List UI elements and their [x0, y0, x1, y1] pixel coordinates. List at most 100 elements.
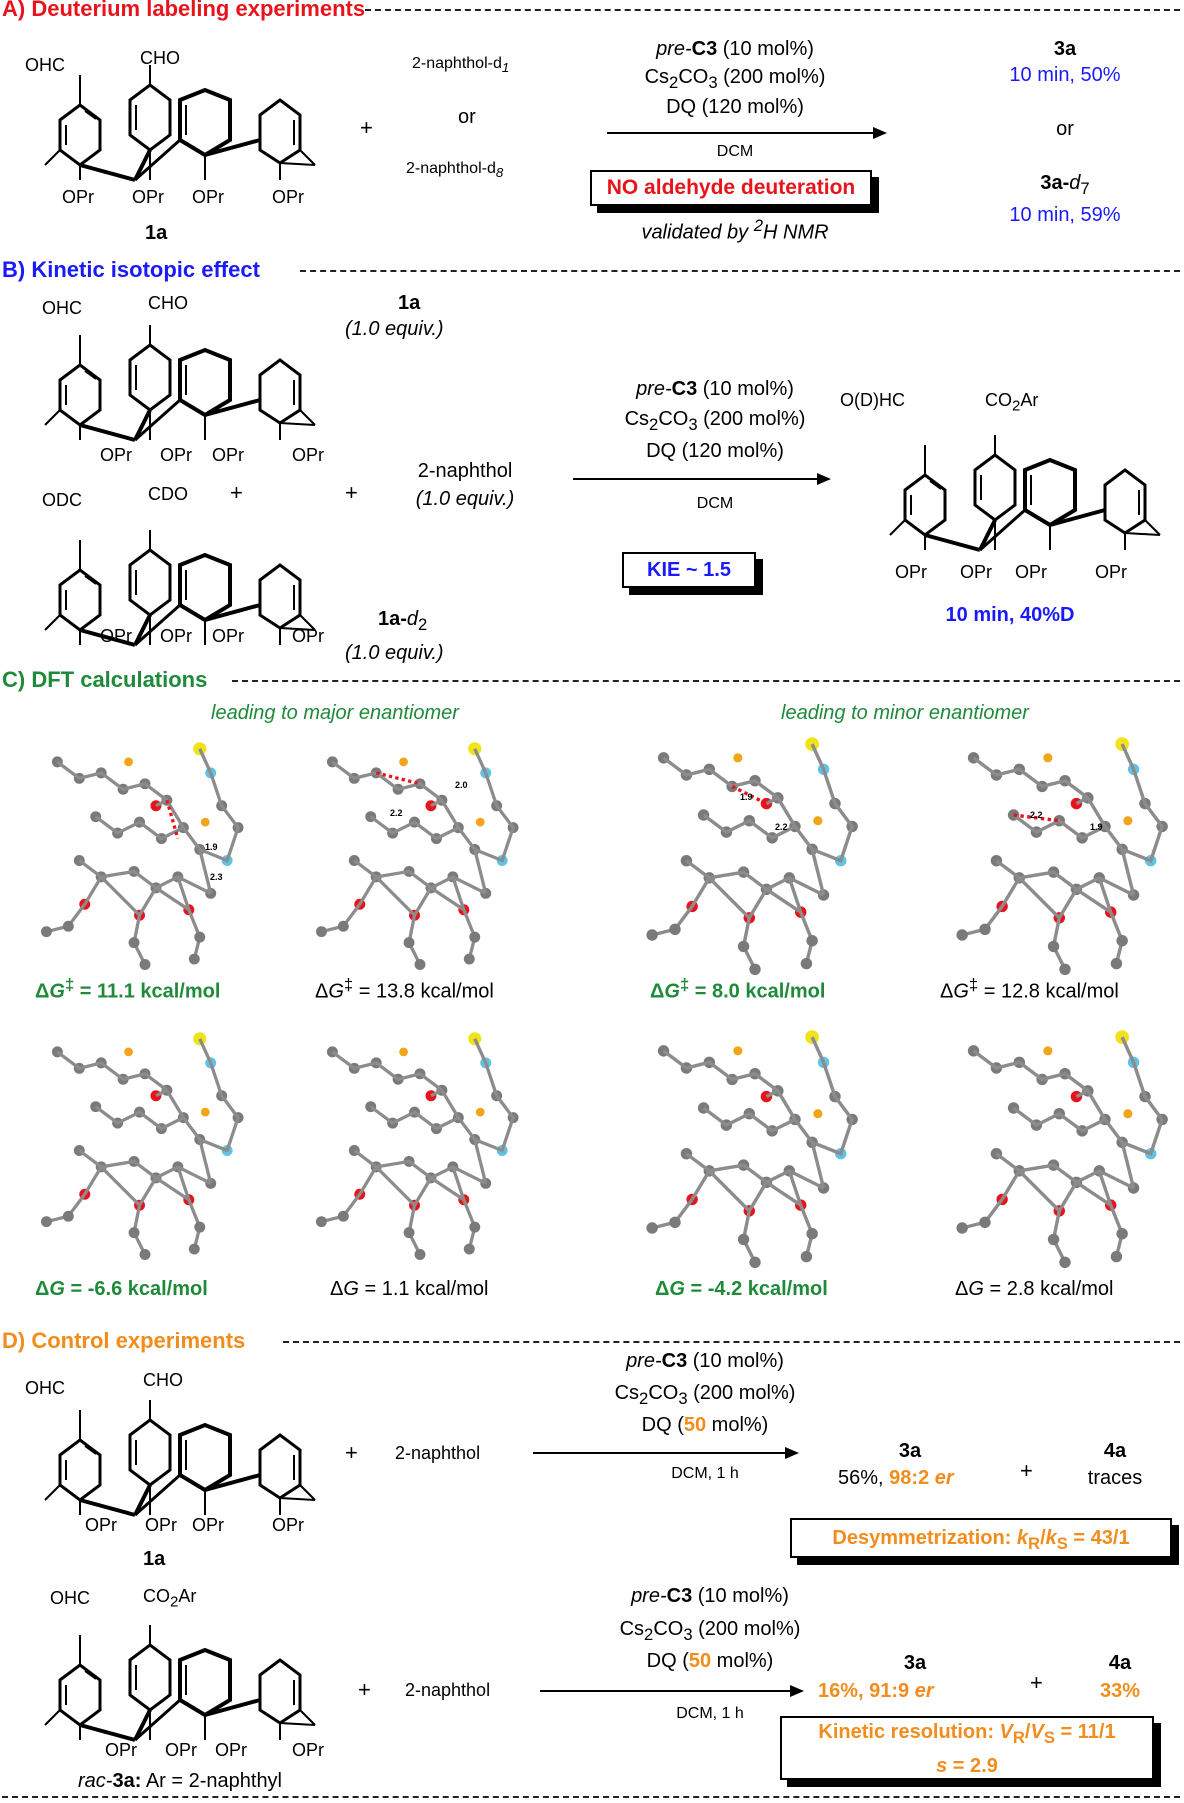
condition-base: Cs2CO3 (200 mol%)	[614, 1382, 796, 1408]
product-3a-result: 10 min, 50%	[1009, 64, 1121, 86]
condition-oxidant: DQ (50 mol%)	[641, 1414, 769, 1436]
substituent-opr: OPr	[85, 1515, 118, 1535]
condition-base: Cs2CO3 (200 mol%)	[619, 1618, 801, 1644]
desymmetrization-box: Desymmetrization: kR/kS = 43/1	[790, 1518, 1172, 1558]
validation-note: validated by 2H NMR	[641, 216, 829, 244]
substituent-opr: OPr	[105, 1740, 138, 1760]
energy-ts-minor-2: ΔG‡ = 12.8 kcal/mol	[940, 975, 1119, 1003]
plus-sign: +	[1020, 1458, 1033, 1483]
section-c-divider	[232, 680, 1180, 682]
plus-sign: +	[230, 480, 243, 505]
substituent-opr: OPr	[165, 1740, 198, 1760]
calixarene-1a-structure	[43, 63, 317, 182]
compound-label-1a: 1a	[143, 1548, 166, 1570]
no-deuteration-box: NO aldehyde deuteration	[590, 170, 872, 206]
condition-catalyst: pre-C3 (10 mol%)	[631, 1585, 789, 1607]
substituent-cho-left: OHC	[50, 1588, 90, 1608]
substituent-opr: OPr	[132, 187, 165, 207]
substituent-cho-top: CHO	[143, 1370, 183, 1390]
ts-structure-major-1	[39, 740, 246, 972]
compound-label-rac-3a: rac-3a: Ar = 2-naphthyl	[78, 1770, 283, 1792]
distance-label: 1.9	[740, 792, 753, 802]
product-4a: 4a	[1103, 1440, 1127, 1462]
int-structure-minor-1	[644, 1028, 860, 1270]
substituent-cdo-top: CDO	[148, 484, 188, 504]
condition-oxidant: DQ (120 mol%)	[646, 440, 784, 462]
product-3a: 3a	[898, 1440, 922, 1462]
substituent-co2ar: CO2Ar	[143, 1586, 197, 1611]
substituent-opr: OPr	[192, 1515, 225, 1535]
reaction-arrow	[533, 1447, 799, 1459]
product-3a: 3a	[1053, 38, 1077, 60]
substituent-opr: OPr	[272, 187, 305, 207]
product-3a-result: 56%, 98:2 er	[838, 1467, 954, 1489]
substituent-cho-top: CHO	[140, 48, 180, 68]
bottom-divider	[2, 1796, 1180, 1798]
condition-base: Cs2CO3 (200 mol%)	[644, 66, 826, 92]
substituent-opr: OPr	[62, 187, 95, 207]
substituent-opr: OPr	[145, 1515, 178, 1535]
distance-label: 2.2	[390, 808, 403, 818]
section-a-divider	[365, 9, 1180, 11]
condition-catalyst: pre-C3 (10 mol%)	[626, 1350, 784, 1372]
substituent-cho-left: OHC	[25, 1378, 65, 1398]
plus-sign: +	[345, 480, 358, 505]
section-d-divider	[283, 1341, 1180, 1343]
product-result: 10 min, 40%D	[945, 604, 1075, 626]
substituent-cho-left: OHC	[25, 55, 65, 75]
equiv-label-1a: (1.0 equiv.)	[345, 318, 444, 340]
substituent-opr: OPr	[1015, 562, 1048, 582]
energy-ts-major-2: ΔG‡ = 13.8 kcal/mol	[315, 975, 494, 1003]
calixarene-1a-structure	[43, 1398, 317, 1517]
distance-label: 2.0	[455, 780, 468, 790]
compound-label-1a: 1a	[398, 292, 421, 314]
ts-structure-major-2	[314, 740, 521, 972]
product-3a-result: 16%, 91:9 er	[818, 1680, 934, 1702]
substituent-opr: OPr	[160, 445, 193, 465]
compound-label-1a: 1a	[145, 222, 168, 244]
reaction-arrow	[573, 473, 831, 485]
condition-catalyst: pre-C3 (10 mol%)	[656, 38, 814, 60]
product-3a: 3a	[903, 1652, 927, 1674]
product-3a-d7-result: 10 min, 59%	[1009, 204, 1121, 226]
condition-catalyst: pre-C3 (10 mol%)	[636, 378, 794, 400]
substituent-co2ar: CO2Ar	[985, 390, 1039, 415]
reagent-naphthol: 2-naphthol	[417, 460, 513, 482]
reagent-equiv: (1.0 equiv.)	[415, 488, 515, 510]
compound-label-1a-d2: 1a-d2	[378, 608, 428, 634]
minor-enantiomer-title: leading to minor enantiomer	[781, 702, 1029, 724]
section-a-heading: A) Deuterium labeling experiments	[2, 0, 366, 21]
product-calixarene-structure	[888, 433, 1162, 552]
substituent-opr: OPr	[272, 1515, 305, 1535]
product-4a-result: 33%	[1099, 1680, 1141, 1702]
calixarene-rac-3a-structure	[43, 1623, 317, 1742]
distance-label: 1.9	[1090, 822, 1103, 832]
kinetic-resolution-box: Kinetic resolution: VR/VS = 11/1 s = 2.9	[780, 1716, 1154, 1780]
reagent-naphthol: 2-naphthol	[395, 1443, 481, 1463]
energy-int-major-2: ΔG = 1.1 kcal/mol	[330, 1278, 489, 1300]
condition-solvent: DCM	[696, 495, 734, 512]
int-structure-minor-2	[954, 1028, 1170, 1270]
substituent-cho-left: OHC	[42, 298, 82, 318]
substituent-opr: OPr	[100, 626, 133, 646]
condition-solvent: DCM	[716, 143, 754, 160]
plus-sign: +	[358, 1677, 371, 1702]
substituent-opr: OPr	[292, 445, 325, 465]
plus-sign: +	[1030, 1670, 1043, 1695]
plus-sign: +	[345, 1440, 358, 1465]
reaction-arrow	[540, 1685, 804, 1697]
product-4a: 4a	[1108, 1652, 1132, 1674]
condition-solvent: DCM, 1 h	[671, 1465, 739, 1482]
section-b-divider	[300, 270, 1180, 272]
ts-structure-minor-2	[954, 735, 1170, 977]
plus-sign: +	[360, 115, 373, 140]
substituent-opr: OPr	[895, 562, 928, 582]
substituent-opr: OPr	[292, 626, 325, 646]
substituent-opr: OPr	[100, 445, 133, 465]
substituent-opr: OPr	[215, 1740, 248, 1760]
major-enantiomer-title: leading to major enantiomer	[211, 702, 459, 724]
condition-oxidant: DQ (120 mol%)	[666, 96, 804, 118]
kie-box: KIE ~ 1.5	[622, 552, 756, 588]
substituent-cdo-left: ODC	[42, 490, 82, 510]
reagent-naphthol: 2-naphthol	[405, 1680, 491, 1700]
